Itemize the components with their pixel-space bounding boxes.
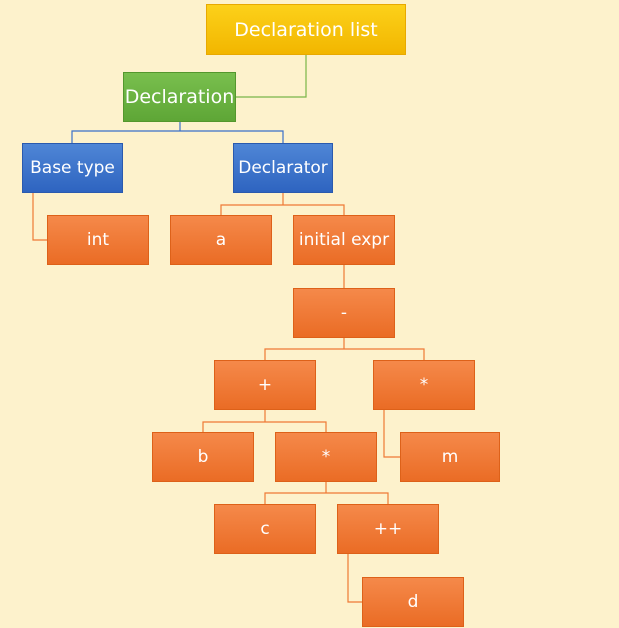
node-minus: -	[293, 288, 395, 338]
edge-base-type-int	[32, 193, 47, 241]
node-c: c	[214, 504, 316, 554]
edge-plus-b-star	[202, 421, 327, 432]
edge-declaration-list-declaration	[236, 55, 307, 98]
node-star-right: *	[373, 360, 475, 410]
node-increment: ++	[337, 504, 439, 554]
node-star-mid: *	[275, 432, 377, 482]
node-plus: +	[214, 360, 316, 410]
edge-declarator-a-initial	[220, 204, 345, 215]
node-declaration-list: Declaration list	[206, 4, 406, 55]
node-b: b	[152, 432, 254, 482]
edge-increment-d	[347, 554, 362, 603]
edge-star-c-increment	[264, 492, 389, 504]
edge-declaration-base-declarator	[71, 130, 284, 143]
node-a: a	[170, 215, 272, 265]
node-int: int	[47, 215, 149, 265]
node-declaration: Declaration	[123, 72, 236, 122]
node-initial-expr: initial expr	[293, 215, 395, 265]
node-m: m	[400, 432, 500, 482]
node-base-type: Base type	[22, 143, 123, 193]
node-declarator: Declarator	[233, 143, 333, 193]
edge-star-m	[383, 410, 400, 458]
edge-minus-plus-star	[264, 348, 425, 360]
node-d: d	[362, 577, 464, 627]
